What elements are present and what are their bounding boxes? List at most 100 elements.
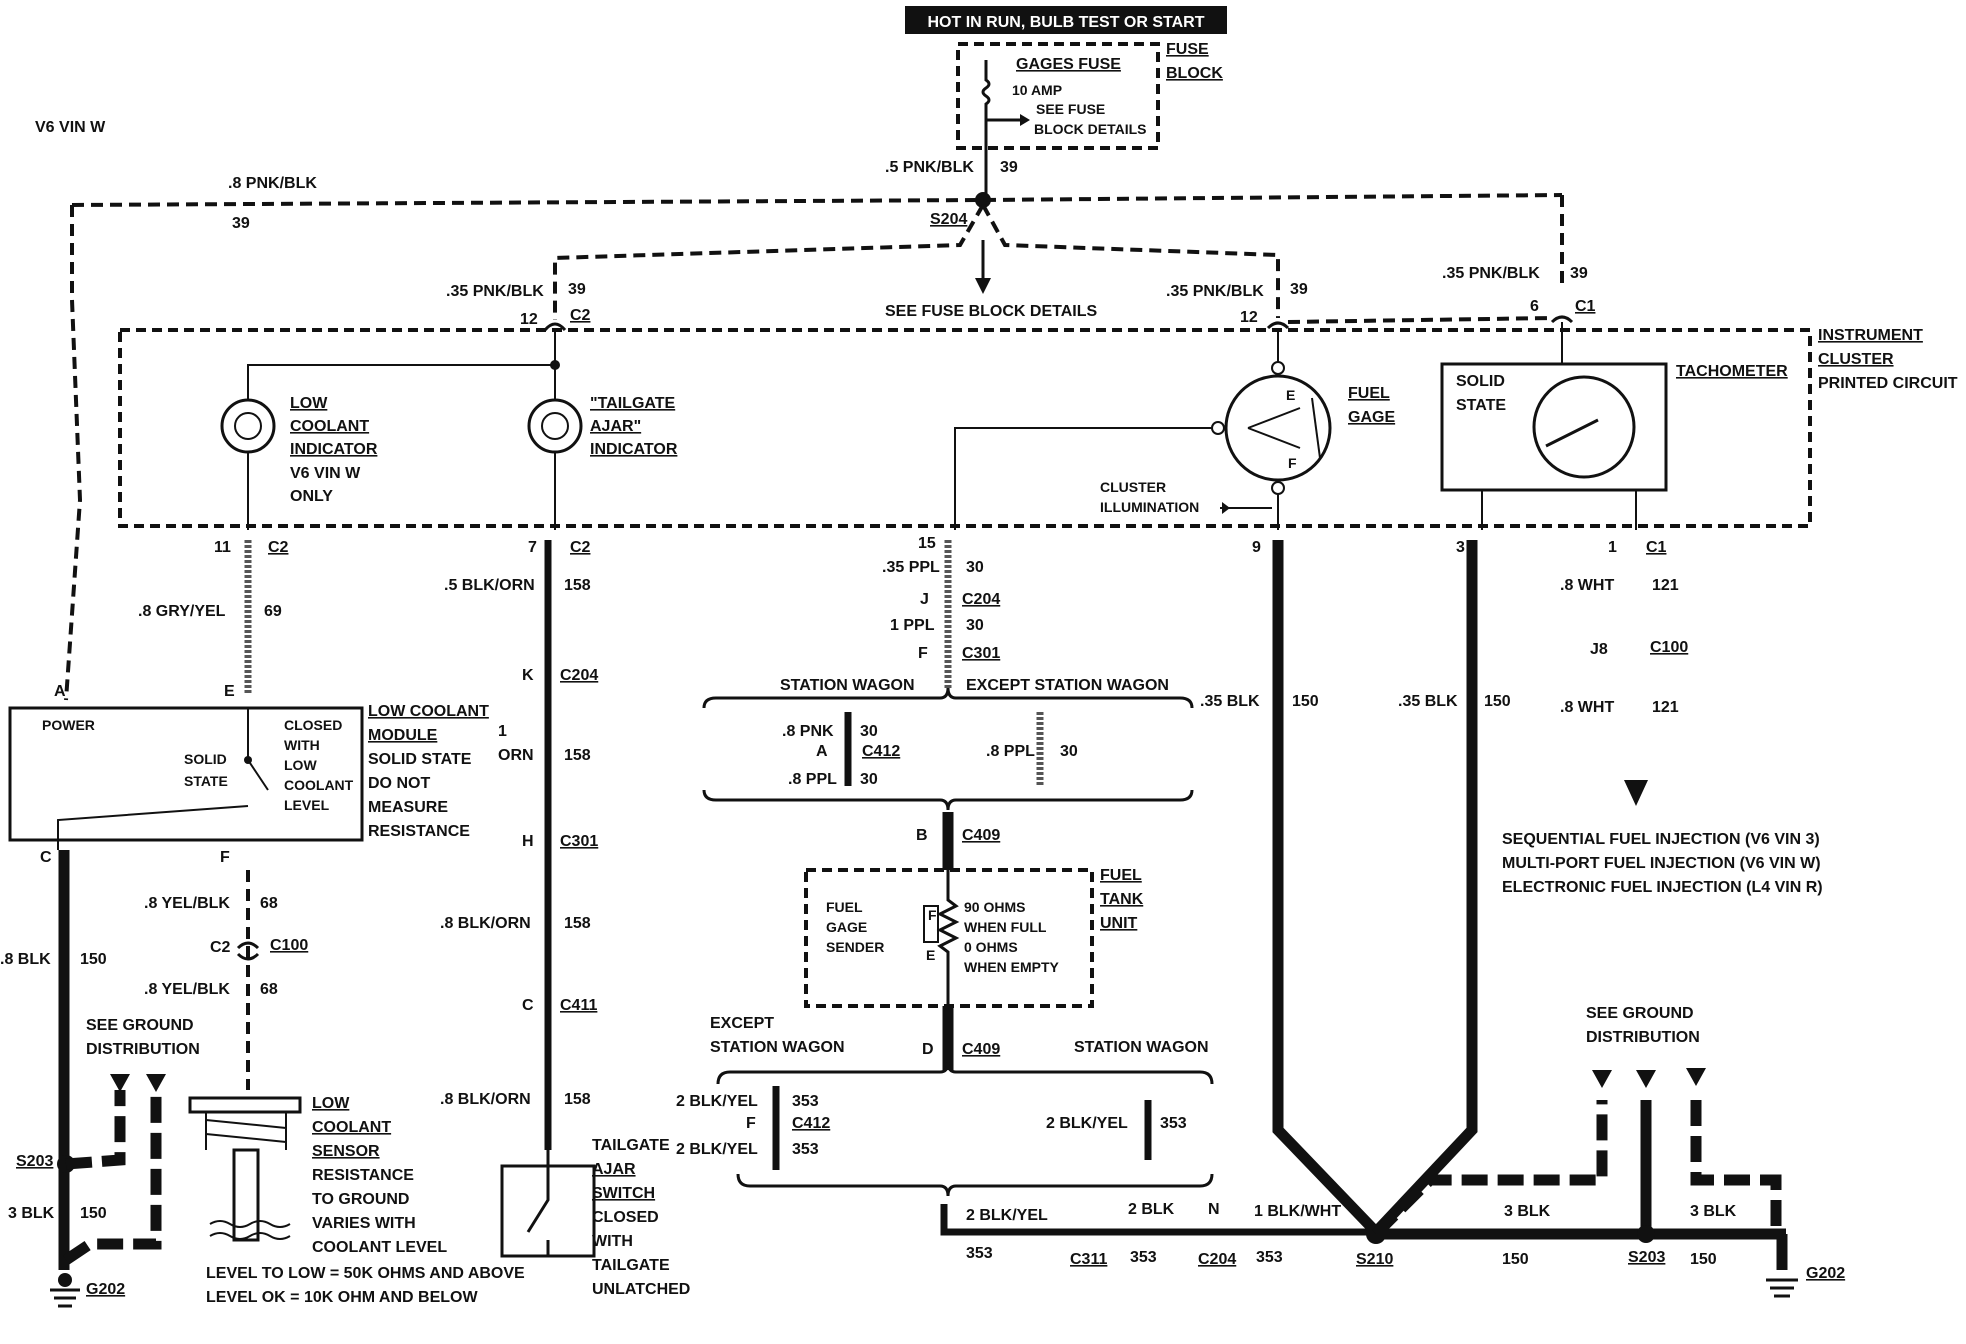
fuel-gage-scale xyxy=(1311,397,1321,459)
instrument-cluster-box xyxy=(118,328,1812,528)
see-ground-left-2: DISTRIBUTION xyxy=(86,1041,200,1058)
ground-g202-left-label: G202 xyxy=(86,1281,125,1298)
wire-label-1ppl: 1 PPL xyxy=(890,617,935,634)
circuit-150-tach: 150 xyxy=(1484,693,1511,710)
tach-state: STATE xyxy=(1456,397,1506,414)
tailgate-switch-contact xyxy=(526,1150,550,1256)
see-fuse-block-details: SEE FUSE BLOCK DETAILS xyxy=(885,303,1097,320)
wire-353-run xyxy=(940,1204,1372,1236)
pin-d: D xyxy=(922,1041,934,1058)
sensor-body xyxy=(205,1112,287,1150)
circuit-39-tach: 39 xyxy=(1570,265,1588,282)
conn-c2-7: C2 xyxy=(570,539,591,556)
wire-150-tach xyxy=(1371,540,1478,1236)
cluster-illum-arrowhead xyxy=(1222,502,1230,514)
wire-label-1blkwht: 1 BLK/WHT xyxy=(1254,1203,1341,1220)
conn-c204-k: C204 xyxy=(560,667,598,684)
sender-f: F xyxy=(928,907,937,923)
except-label-2: STATION WAGON xyxy=(710,1039,845,1056)
wire-label-8ppl-2: .8 PPL xyxy=(986,743,1035,760)
low-coolant-ind-2: COOLANT xyxy=(290,418,369,435)
splice-s210-label: S210 xyxy=(1356,1251,1393,1268)
wire-label-5blkorn: .5 BLK/ORN xyxy=(444,577,535,594)
cluster-illum-2: ILLUMINATION xyxy=(1100,499,1199,515)
tailgate-switch-7: UNLATCHED xyxy=(592,1281,690,1298)
low-coolant-ind-4: V6 VIN W xyxy=(290,465,361,482)
coolant-level xyxy=(209,1220,291,1240)
fuse-see-1: SEE FUSE xyxy=(1036,101,1105,117)
ground-g202-left-dot xyxy=(58,1273,72,1287)
gage-bottom-terminal xyxy=(1271,481,1285,495)
wire-label-2blkyel-4: 2 BLK/YEL xyxy=(966,1207,1048,1224)
module-label-5: MEASURE xyxy=(368,799,448,816)
fuse-block-label-2: BLOCK xyxy=(1166,65,1223,82)
wire-label-8blk: .8 BLK xyxy=(0,951,51,968)
indicator-feed-wire xyxy=(247,330,556,400)
sender-spec-3: 0 OHMS xyxy=(964,939,1018,955)
wire-label-35blk-1: .35 BLK xyxy=(1200,693,1260,710)
circuit-121-a: 121 xyxy=(1652,577,1679,594)
wire-label-orn: ORN xyxy=(498,747,534,764)
module-label-6: RESISTANCE xyxy=(368,823,470,840)
low-coolant-ind-3: INDICATOR xyxy=(290,441,378,458)
s204-branch-left xyxy=(553,204,985,320)
conn-c2-top: C2 xyxy=(570,307,591,324)
wire-label-2blk: 2 BLK xyxy=(1128,1201,1175,1218)
splice-s203-label-left: S203 xyxy=(16,1153,53,1170)
tailgate-switch-3: SWITCH xyxy=(592,1185,655,1202)
conn-c204-j: C204 xyxy=(962,591,1000,608)
pin-f-301: F xyxy=(918,645,928,662)
conn-c301-h: C301 xyxy=(560,833,598,850)
wire-label-1: 1 xyxy=(498,723,507,740)
s204-branch-right xyxy=(981,204,1280,318)
wire-label-8pnkblk: .8 PNK/BLK xyxy=(228,175,317,192)
tailgate-bulb xyxy=(527,398,583,454)
conn-c411: C411 xyxy=(560,997,597,1014)
power-feed-left xyxy=(64,205,83,701)
wire-label-3blk-left: 3 BLK xyxy=(8,1205,55,1222)
conn-c1-top-mark xyxy=(1550,315,1574,324)
low-coolant-bulb xyxy=(220,398,276,454)
except-station-wagon-top: EXCEPT STATION WAGON xyxy=(966,677,1169,694)
pin-11: 11 xyxy=(214,539,231,556)
wire-label-35pnkblk-3: .35 PNK/BLK xyxy=(1442,265,1540,282)
module-label-4: DO NOT xyxy=(368,775,430,792)
ground-dist-arrows-right xyxy=(1592,1068,1706,1088)
sensor-label-2: COOLANT xyxy=(312,1119,391,1136)
fuel-tank-label-2: TANK xyxy=(1100,891,1144,908)
pin-12-right: 12 xyxy=(1240,309,1258,326)
pin-12-left: 12 xyxy=(520,311,538,328)
sender-label-2: GAGE xyxy=(826,919,867,935)
conn-c100-mark xyxy=(236,941,260,961)
tachometer-dial xyxy=(1532,375,1636,479)
sender-label-3: SENDER xyxy=(826,939,884,955)
module-pin-a: A xyxy=(54,683,66,700)
sender-spec-4: WHEN EMPTY xyxy=(964,959,1060,975)
circuit-353-a: 353 xyxy=(792,1093,819,1110)
module-closed-5: LEVEL xyxy=(284,797,330,813)
conn-c100-left: C100 xyxy=(270,937,308,954)
circuit-30-b: 30 xyxy=(966,617,984,634)
see-ground-right-2: DISTRIBUTION xyxy=(1586,1029,1700,1046)
fuel-tank-label-1: FUEL xyxy=(1100,867,1142,884)
circuit-158-c: 158 xyxy=(564,915,591,932)
pin-k: K xyxy=(522,667,534,684)
tailgate-switch-6: TAILGATE xyxy=(592,1257,670,1274)
module-label-2: MODULE xyxy=(368,727,438,744)
sensor-cap xyxy=(188,1096,302,1114)
pin-3: 3 xyxy=(1456,539,1465,556)
circuit-68-b: 68 xyxy=(260,981,278,998)
module-closed-1: CLOSED xyxy=(284,717,342,733)
tailgate-switch-2: AJAR xyxy=(592,1161,636,1178)
sender-wiper xyxy=(923,905,939,943)
module-pin-f: F xyxy=(220,849,230,866)
conn-c412-f: C412 xyxy=(792,1115,830,1132)
conn-c2-11: C2 xyxy=(268,539,289,556)
power-header-label: HOT IN RUN, BULB TEST OR START xyxy=(927,14,1204,31)
sender-spec-2: WHEN FULL xyxy=(964,919,1047,935)
sensor-label-4: RESISTANCE xyxy=(312,1167,414,1184)
conn-c2-top-mark xyxy=(543,322,567,332)
tach-solid: SOLID xyxy=(1456,373,1505,390)
wire-label-3blk-mid: 3 BLK xyxy=(1504,1203,1551,1220)
